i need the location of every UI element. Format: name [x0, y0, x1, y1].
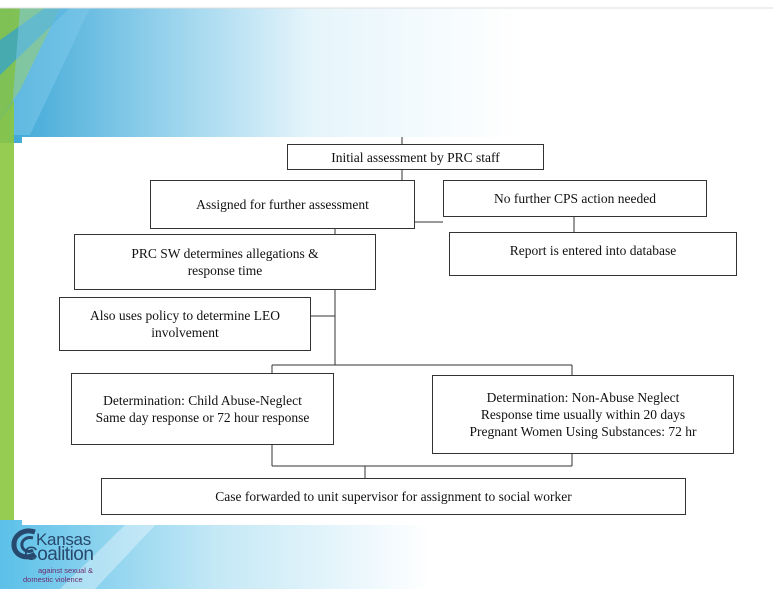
- child-abuse-neglect-box: Determination: Child Abuse-Neglect Same …: [71, 373, 334, 445]
- leo-involvement-box: Also uses policy to determine LEO involv…: [59, 297, 311, 351]
- prc-sw-line-2: response time: [187, 263, 263, 278]
- leo-line-1: Also uses policy to determine LEO: [89, 308, 281, 323]
- non-abuse-neglect-box: Determination: Non-Abuse Neglect Respons…: [432, 375, 734, 454]
- logo-tagline-2: domestic violence: [23, 575, 83, 584]
- child-abuse-line-2: Same day response or 72 hour response: [95, 410, 310, 425]
- non-abuse-line-2: Response time usually within 20 days: [480, 407, 686, 422]
- non-abuse-line-1: Determination: Non-Abuse Neglect: [486, 390, 680, 405]
- leo-line-2: involvement: [151, 325, 219, 340]
- assigned-further-assessment-box: Assigned for further assessment: [150, 180, 415, 229]
- logo-line-2: Coalition: [24, 544, 94, 565]
- logo-swirl-icon: [11, 528, 37, 560]
- case-forwarded-box: Case forwarded to unit supervisor for as…: [101, 478, 686, 515]
- kansas-coalition-logo: Kansas Coalition against sexual & domest…: [5, 526, 125, 588]
- no-further-action-box: No further CPS action needed: [443, 180, 707, 217]
- child-abuse-line-1: Determination: Child Abuse-Neglect: [103, 393, 302, 408]
- logo-line-1: Kansas: [36, 530, 91, 549]
- assigned-further-assessment-text: Assigned for further assessment: [196, 197, 369, 212]
- prc-sw-determines-box: PRC SW determines allegations & response…: [74, 234, 376, 290]
- report-entered-text: Report is entered into database: [509, 243, 677, 258]
- initial-assessment-box: Initial assessment by PRC staff: [287, 144, 544, 170]
- non-abuse-line-3: Pregnant Women Using Substances: 72 hr: [469, 424, 697, 439]
- logo-tagline-1: against sexual &: [38, 566, 94, 575]
- initial-assessment-text: Initial assessment by PRC staff: [331, 149, 500, 165]
- no-further-action-text: No further CPS action needed: [494, 191, 656, 206]
- case-forwarded-text: Case forwarded to unit supervisor for as…: [215, 489, 572, 504]
- report-entered-box: Report is entered into database: [449, 232, 737, 276]
- prc-sw-line-1: PRC SW determines allegations &: [131, 246, 319, 261]
